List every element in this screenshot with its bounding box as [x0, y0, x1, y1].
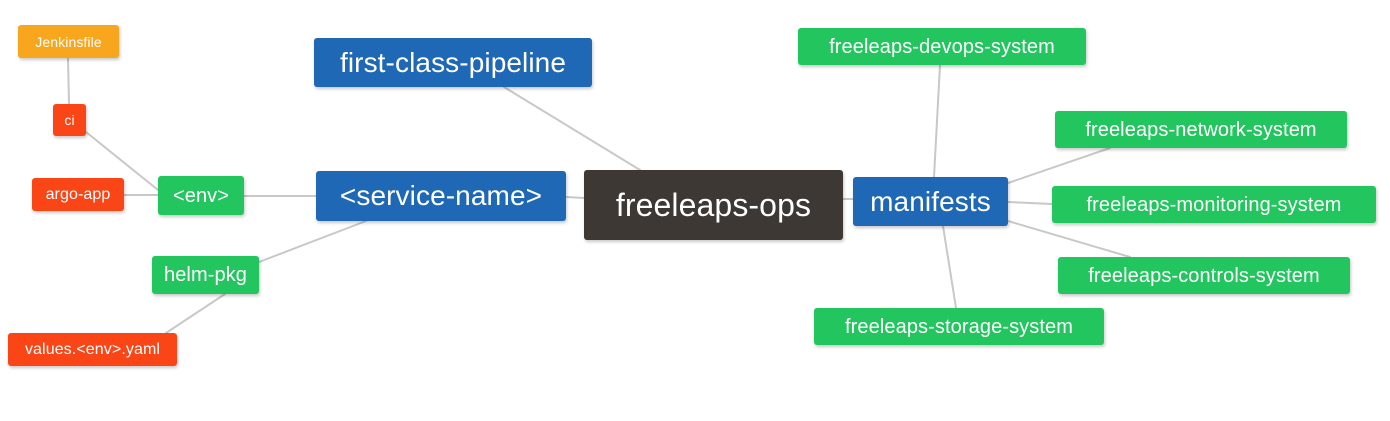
- node-values-yaml[interactable]: values.<env>.yaml: [8, 333, 177, 366]
- node-freeleaps-storage-system[interactable]: freeleaps-storage-system: [814, 308, 1104, 345]
- node-label-env: <env>: [172, 184, 230, 207]
- node-label-manifests: manifests: [870, 185, 991, 217]
- edge-servicename-ops: [565, 196, 585, 199]
- node-label-freeleaps-ops: freeleaps-ops: [615, 187, 812, 223]
- node-helm-pkg[interactable]: helm-pkg: [152, 256, 259, 294]
- node-ci[interactable]: ci: [53, 104, 86, 136]
- node-label-freeleaps-storage-system: freeleaps-storage-system: [844, 315, 1074, 338]
- edge-jenkinsfile-ci: [67, 57, 70, 105]
- node-label-freeleaps-controls-system: freeleaps-controls-system: [1088, 264, 1320, 287]
- edge-pipeline-ops: [503, 86, 641, 171]
- node-label-freeleaps-network-system: freeleaps-network-system: [1085, 118, 1317, 141]
- node-jenkinsfile[interactable]: Jenkinsfile: [18, 25, 119, 58]
- node-service-name[interactable]: <service-name>: [316, 171, 566, 221]
- node-label-service-name: <service-name>: [339, 180, 543, 211]
- node-label-helm-pkg: helm-pkg: [163, 264, 248, 286]
- node-freeleaps-ops[interactable]: freeleaps-ops: [584, 170, 843, 240]
- node-freeleaps-devops-system[interactable]: freeleaps-devops-system: [798, 28, 1086, 65]
- edge-manifests-devops: [933, 64, 941, 178]
- node-freeleaps-monitoring-system[interactable]: freeleaps-monitoring-system: [1052, 186, 1376, 223]
- node-argo-app[interactable]: argo-app: [32, 178, 124, 211]
- edge-manifests-network: [1007, 147, 1111, 184]
- node-label-first-class-pipeline: first-class-pipeline: [339, 46, 567, 78]
- node-env[interactable]: <env>: [158, 176, 244, 215]
- node-label-argo-app: argo-app: [45, 185, 111, 203]
- edge-manifests-storage: [942, 225, 957, 309]
- edge-manifests-monitoring: [1007, 201, 1053, 205]
- edge-valuesyaml-helmpkg: [165, 293, 226, 334]
- node-label-values-yaml: values.<env>.yaml: [24, 340, 161, 358]
- node-freeleaps-network-system[interactable]: freeleaps-network-system: [1055, 111, 1347, 148]
- edge-helmpkg-servicename: [258, 220, 367, 263]
- node-label-ci: ci: [64, 112, 75, 128]
- node-label-jenkinsfile: Jenkinsfile: [35, 33, 102, 50]
- edge-manifests-controls: [1007, 220, 1131, 258]
- node-freeleaps-controls-system[interactable]: freeleaps-controls-system: [1058, 257, 1350, 294]
- node-label-freeleaps-monitoring-system: freeleaps-monitoring-system: [1086, 193, 1342, 216]
- node-label-freeleaps-devops-system: freeleaps-devops-system: [829, 35, 1055, 58]
- node-first-class-pipeline[interactable]: first-class-pipeline: [314, 38, 592, 87]
- node-manifests[interactable]: manifests: [853, 177, 1008, 226]
